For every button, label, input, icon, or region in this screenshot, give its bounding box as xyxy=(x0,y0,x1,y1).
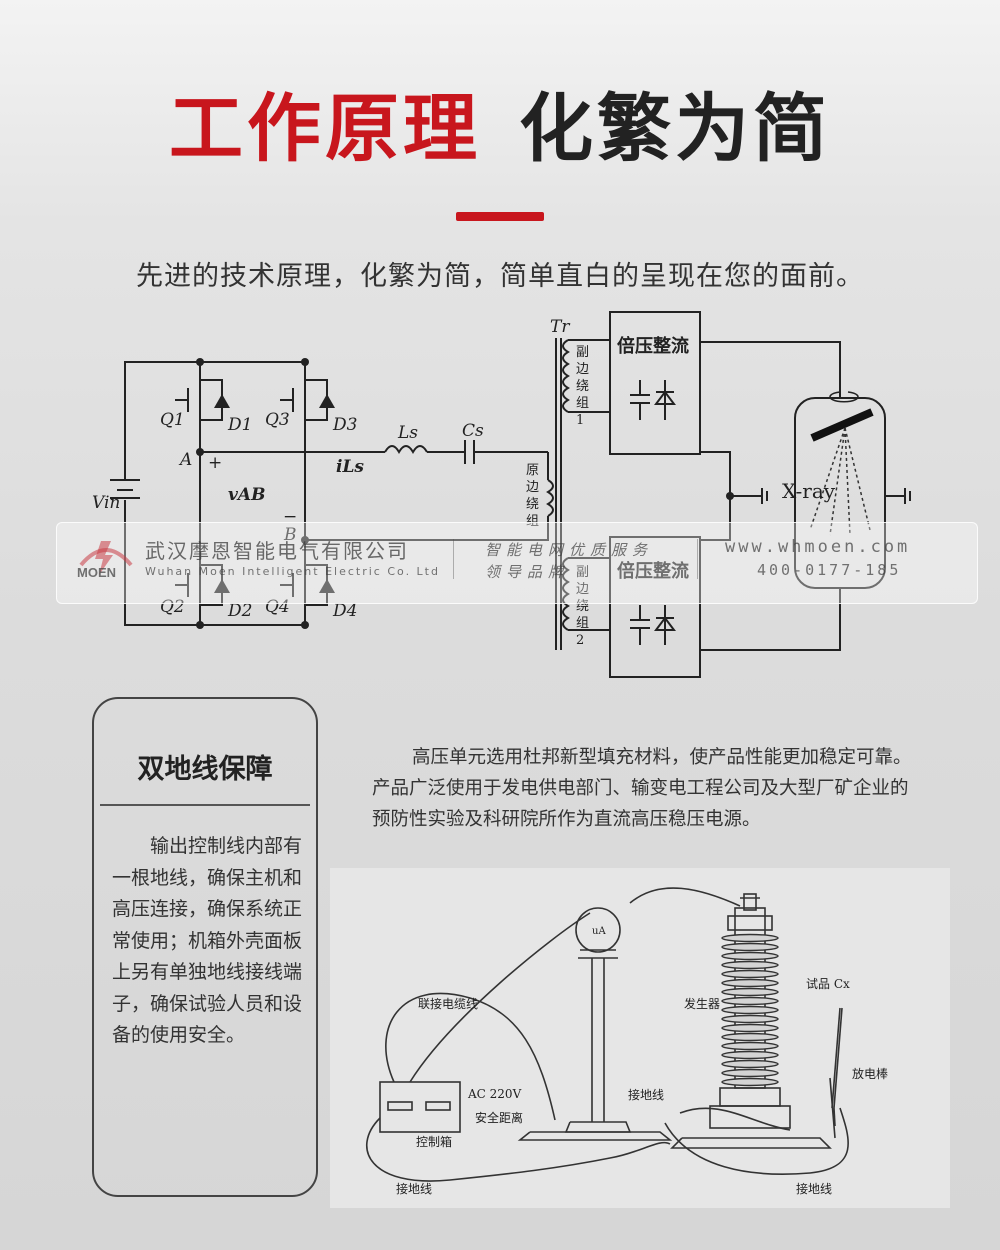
label-a: A xyxy=(178,450,192,470)
label-cs: Cs xyxy=(462,421,484,441)
insulator-shed xyxy=(721,1059,779,1069)
label-q2: Q2 xyxy=(160,597,185,617)
ground-center-label: 接地线 xyxy=(628,1087,664,1102)
insulator-shed xyxy=(721,1068,779,1078)
divider xyxy=(697,539,698,579)
insulator-shed xyxy=(721,978,779,988)
label-vab: vAB xyxy=(228,485,265,505)
insulator-shed xyxy=(721,1077,779,1087)
slogan-line-2: 领导品牌 xyxy=(485,563,570,581)
label-d1: D1 xyxy=(227,415,252,435)
label-q1: Q1 xyxy=(160,410,185,430)
page-title: 工作原理化繁为简 xyxy=(0,92,1000,166)
company-watermark: MOEN 武汉摩恩智能电气有限公司 Wuhan Moen Intelligent… xyxy=(56,522,978,604)
insulator-shed xyxy=(721,960,779,970)
meter-label: uA xyxy=(592,926,606,937)
safety-distance-label: 安全距离 xyxy=(475,1110,523,1125)
specimen-label: 试品 Cx xyxy=(806,976,850,991)
primary-winding-label: 原边绕组 xyxy=(526,463,539,529)
description-paragraph: 高压单元选用杜邦新型填充材料，使产品性能更加稳定可靠。产品广泛使用于发电供电部门… xyxy=(372,747,912,830)
insulator-shed xyxy=(721,1041,779,1051)
ac-label: AC 220V xyxy=(467,1087,522,1101)
circuit-diagram: Q1 D1 Q3 D3 Q2 D2 Q4 D4 A B + − vAB Vin … xyxy=(92,311,911,678)
label-q4: Q4 xyxy=(265,597,290,617)
dual-ground-card: 双地线保障 输出控制线内部有一根地线，确保主机和高压连接，确保系统正常使用；机箱… xyxy=(92,697,318,1197)
generator-label: 发生器 xyxy=(684,996,720,1011)
insulator-shed xyxy=(721,1032,779,1042)
card-body: 输出控制线内部有一根地线，确保主机和高压连接，确保系统正常使用；机箱外壳面板上另… xyxy=(112,835,303,1046)
title-underline xyxy=(456,212,544,221)
website-url: www.whmoen.com xyxy=(725,537,911,557)
logo-icon xyxy=(79,541,133,575)
insulator-shed xyxy=(721,1005,779,1015)
card-title: 双地线保障 xyxy=(137,754,273,785)
label-tr: Tr xyxy=(550,317,570,337)
insulator-shed xyxy=(721,1023,779,1033)
title-red: 工作原理 xyxy=(169,86,481,172)
insulator-shed xyxy=(721,942,779,952)
label-q3: Q3 xyxy=(265,410,290,430)
equipment-diagram: uA 联接电缆线 AC 220V 安全距离 控制箱 接地线 接地线 接地线 发生… xyxy=(330,868,950,1208)
insulator-shed xyxy=(721,1014,779,1024)
page-subtitle: 先进的技术原理，化繁为简，简单直白的呈现在您的面前。 xyxy=(136,261,864,292)
phone-number: 400-0177-185 xyxy=(757,561,902,579)
company-name-en: Wuhan Moen Intelligent Electric Co. Ltd xyxy=(145,565,440,578)
label-d2: D2 xyxy=(227,601,252,621)
ground-right-label: 接地线 xyxy=(796,1181,832,1196)
label-vin: Vin xyxy=(92,493,120,513)
cable-label: 联接电缆线 xyxy=(418,996,478,1011)
company-name-cn: 武汉摩恩智能电气有限公司 xyxy=(145,539,409,563)
slogan-line-1: 智能电网优质服务 xyxy=(485,541,654,559)
logo-text: MOEN xyxy=(77,565,116,580)
label-ils: iLs xyxy=(336,457,364,477)
doubler-label-2: 倍压整流 xyxy=(617,560,689,582)
insulator-shed xyxy=(721,996,779,1006)
ground-left-label: 接地线 xyxy=(396,1181,432,1196)
control-box-label: 控制箱 xyxy=(416,1134,452,1149)
insulator-shed xyxy=(721,969,779,979)
doubler-label-1: 倍压整流 xyxy=(617,335,689,357)
label-d3: D3 xyxy=(332,415,357,435)
title-dark: 化繁为简 xyxy=(519,86,831,172)
divider xyxy=(453,539,454,579)
insulator-shed xyxy=(721,933,779,943)
label-b: B xyxy=(283,525,297,545)
label-d4: D4 xyxy=(332,601,357,621)
insulator-shed xyxy=(721,951,779,961)
insulator-shed xyxy=(721,987,779,997)
card-divider xyxy=(100,804,310,806)
label-ls: Ls xyxy=(397,423,418,443)
label-xray: X-ray xyxy=(782,479,836,503)
label-plus: + xyxy=(208,453,222,473)
discharge-rod-label: 放电棒 xyxy=(852,1066,888,1081)
insulator-shed xyxy=(721,1050,779,1060)
